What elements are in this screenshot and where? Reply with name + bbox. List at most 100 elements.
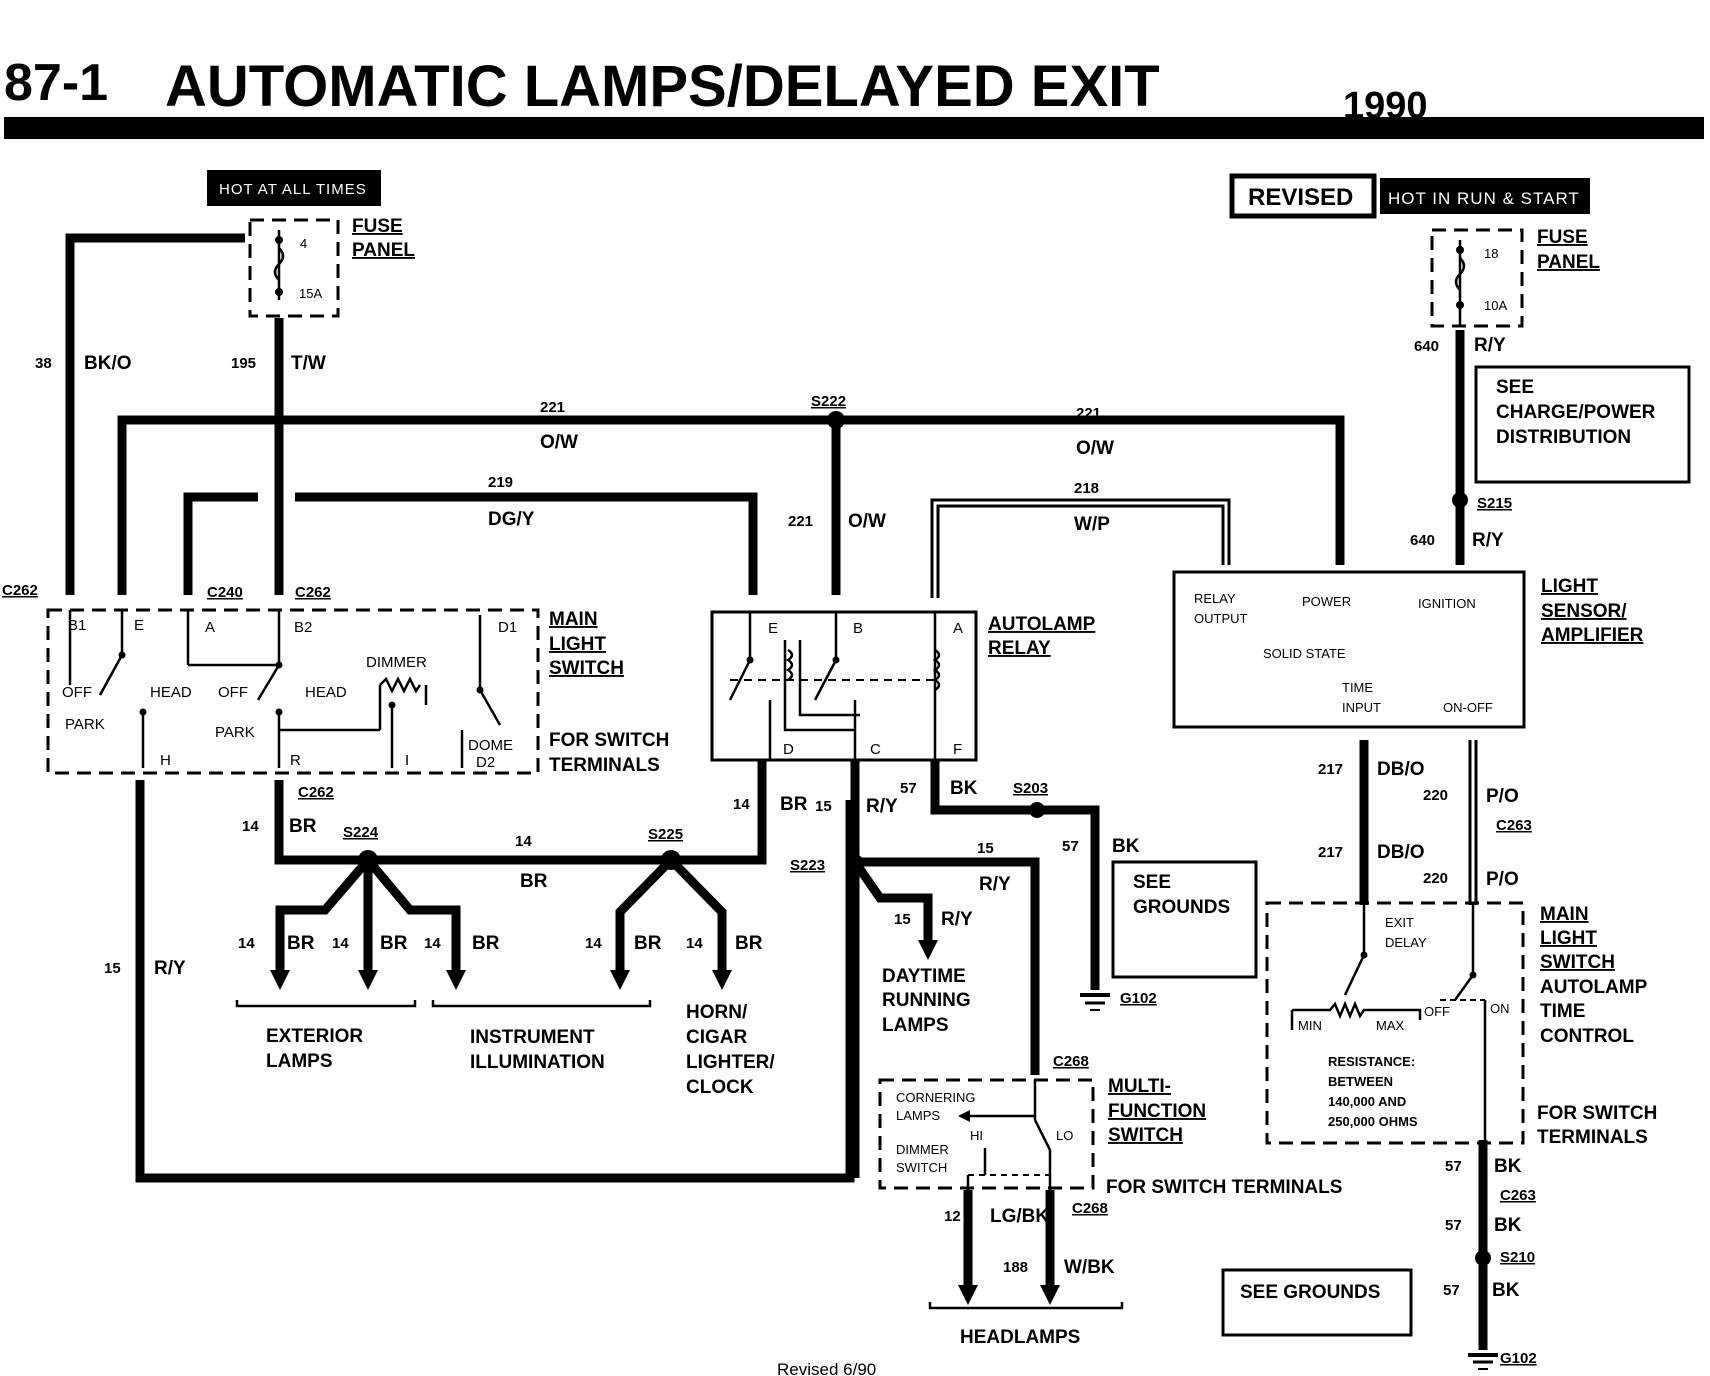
sensor-solid-state: SOLID STATE bbox=[1263, 646, 1346, 661]
load-headlamps: HEADLAMPS bbox=[960, 1327, 1080, 1348]
wire-label: DB/O bbox=[1377, 842, 1425, 863]
load-daytime-3: LAMPS bbox=[882, 1015, 949, 1036]
wire-label: BK bbox=[1494, 1156, 1522, 1177]
wire-label: 57 bbox=[1445, 1158, 1462, 1175]
branch-label: 14 bbox=[238, 935, 255, 952]
msw-title-2: LIGHT bbox=[549, 634, 606, 655]
wire-label: BR bbox=[780, 794, 808, 815]
ed-exit-1: EXIT bbox=[1385, 915, 1414, 930]
branch-label: BR bbox=[634, 933, 662, 954]
wire-label: W/BK bbox=[1064, 1257, 1115, 1278]
msw-park-2: PARK bbox=[215, 724, 255, 741]
wire-label: R/Y bbox=[941, 909, 973, 930]
ed-title-3: SWITCH bbox=[1540, 952, 1615, 973]
conn-c268-b: C268 bbox=[1072, 1200, 1108, 1217]
ed-off: OFF bbox=[1424, 1004, 1450, 1019]
wire-label: 640 bbox=[1410, 532, 1435, 549]
wire-label: 57 bbox=[1445, 1217, 1462, 1234]
ed-title-5: TIME bbox=[1540, 1001, 1585, 1022]
left-fuse-panel-box bbox=[248, 218, 340, 318]
sensor-title-3: AMPLIFIER bbox=[1541, 625, 1644, 646]
wire-38 bbox=[65, 233, 245, 595]
wire-label: 57 bbox=[1443, 1282, 1460, 1299]
ed-exit-2: DELAY bbox=[1385, 935, 1427, 950]
see-grounds-a-1: SEE bbox=[1133, 872, 1171, 893]
wire-label: W/P bbox=[1074, 514, 1110, 535]
wire-label: 221 bbox=[540, 399, 565, 416]
conn-c262-left: C262 bbox=[2, 582, 38, 599]
right-fuse-panel-box bbox=[1430, 228, 1524, 328]
relay-term-c: C bbox=[870, 741, 881, 758]
ground-g102-right bbox=[1468, 1353, 1498, 1370]
wire-label: DB/O bbox=[1377, 759, 1425, 780]
branch-label: BR bbox=[287, 933, 315, 954]
sensor-time-input-2: INPUT bbox=[1342, 700, 1381, 715]
branch-label: BR bbox=[472, 933, 500, 954]
branch-label: 14 bbox=[332, 935, 349, 952]
branch-label: 14 bbox=[686, 935, 703, 952]
wire-label: BR bbox=[520, 871, 548, 892]
wire-label: BK bbox=[950, 778, 978, 799]
wire-label: T/W bbox=[291, 353, 326, 374]
wire-label: 195 bbox=[231, 355, 256, 372]
wire-label: 15 bbox=[894, 911, 911, 928]
main-light-switch-internals bbox=[68, 610, 502, 768]
see-charge-1: SEE bbox=[1496, 377, 1534, 398]
hot-at-all-times-text: HOT AT ALL TIMES bbox=[219, 181, 367, 198]
conn-c262-mid: C262 bbox=[295, 584, 331, 601]
branch-label: BR bbox=[735, 933, 763, 954]
load-horn-1: HORN/ bbox=[686, 1002, 748, 1023]
wire-label: LG/BK bbox=[990, 1206, 1049, 1227]
ed-title-6: CONTROL bbox=[1540, 1026, 1634, 1047]
revised-text: REVISED bbox=[1248, 184, 1353, 211]
load-horn-4: CLOCK bbox=[686, 1077, 754, 1098]
exit-delay-internals bbox=[1290, 903, 1487, 1140]
wire-label: 15 bbox=[977, 840, 994, 857]
ed-res-3: 140,000 AND bbox=[1328, 1094, 1406, 1109]
main-light-switch-box bbox=[46, 608, 540, 775]
ed-title-1: MAIN bbox=[1540, 904, 1589, 925]
ed-res-4: 250,000 OHMS bbox=[1328, 1114, 1418, 1129]
ed-on: ON bbox=[1490, 1001, 1510, 1016]
splice-s203 bbox=[1029, 802, 1045, 818]
relay-title-2: RELAY bbox=[988, 638, 1051, 659]
wire-label: 188 bbox=[1003, 1259, 1028, 1276]
load-exterior-1: EXTERIOR bbox=[266, 1026, 363, 1047]
load-instrument-2: ILLUMINATION bbox=[470, 1052, 605, 1073]
wire-label: 12 bbox=[944, 1208, 961, 1225]
sensor-on-off: ON-OFF bbox=[1443, 700, 1493, 715]
ed-min: MIN bbox=[1298, 1018, 1322, 1033]
hot-in-run-text: HOT IN RUN & START bbox=[1388, 189, 1580, 208]
wire-label: DG/Y bbox=[488, 509, 535, 530]
msw-term-d2: D2 bbox=[476, 754, 495, 771]
splice-label: S222 bbox=[811, 393, 846, 410]
mf-title-1: MULTI- bbox=[1108, 1076, 1171, 1097]
mf-note: FOR SWITCH TERMINALS bbox=[1106, 1177, 1342, 1198]
msw-term-d1: D1 bbox=[498, 619, 517, 636]
left-fuse-rating: 15A bbox=[299, 286, 322, 301]
conn-c263-b: C263 bbox=[1500, 1187, 1536, 1204]
splice-s215 bbox=[1452, 492, 1468, 508]
mf-lo: LO bbox=[1056, 1128, 1073, 1143]
branch-label: 14 bbox=[585, 935, 602, 952]
sensor-power: POWER bbox=[1302, 594, 1351, 609]
msw-off-1: OFF bbox=[62, 684, 92, 701]
ed-title-2: LIGHT bbox=[1540, 928, 1597, 949]
right-fuse-number: 18 bbox=[1484, 246, 1498, 261]
mf-dimmer-2: SWITCH bbox=[896, 1160, 947, 1175]
left-fuse-number: 4 bbox=[300, 236, 307, 251]
left-fuse-label-1: FUSE bbox=[352, 216, 403, 237]
splice-label: S203 bbox=[1013, 780, 1048, 797]
page-number: 87-1 bbox=[4, 54, 108, 112]
wire-label: R/Y bbox=[979, 874, 1011, 895]
msw-off-2: OFF bbox=[218, 684, 248, 701]
hot-at-all-times-badge bbox=[207, 170, 381, 206]
wire-label: 218 bbox=[1074, 480, 1099, 497]
see-charge-3: DISTRIBUTION bbox=[1496, 427, 1631, 448]
wire-label: P/O bbox=[1486, 786, 1519, 807]
relay-term-e: E bbox=[768, 620, 778, 637]
splice-label: S223 bbox=[790, 857, 825, 874]
load-exterior-2: LAMPS bbox=[266, 1051, 333, 1072]
splice-label: S225 bbox=[648, 826, 683, 843]
